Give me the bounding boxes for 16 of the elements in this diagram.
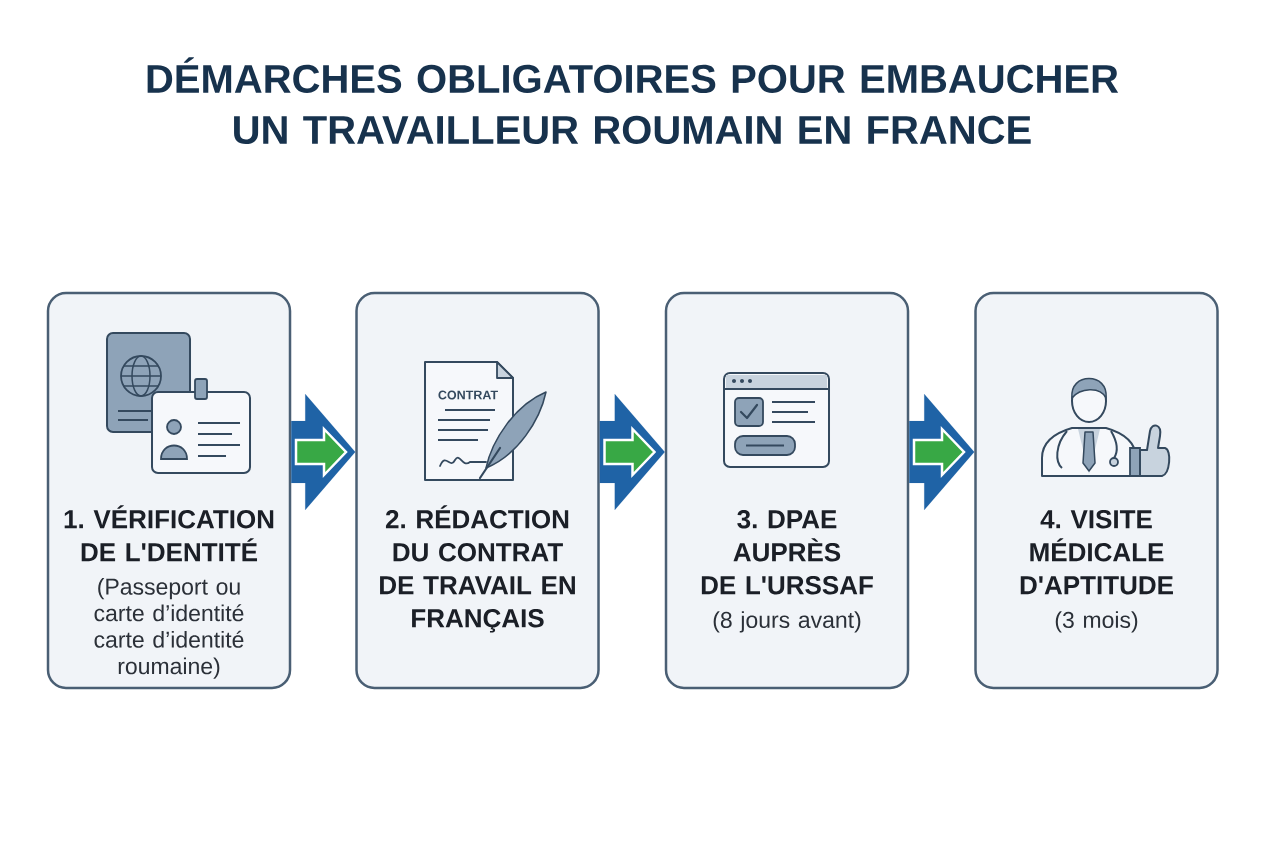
step-card: [974, 291, 1219, 690]
step-title: 3. DPAE AUPRÈS DE L'URSSAF: [701, 510, 873, 595]
step-card: [46, 291, 292, 690]
step-note: (8 jours avant): [713, 611, 861, 633]
step-title: 4. VISITE MÉDICALE D'APTITUDE: [1020, 510, 1173, 595]
step-card: [355, 291, 600, 690]
step-note: (Passeport ou carte d’identité carte d’identité roumaine): [94, 577, 244, 679]
title: DÉMARCHES OBLIGATOIRES POUR EMBAUCHER UN TRAVAILLEUR ROUMAIN EN FRANCE: [147, 57, 1119, 145]
block-arrow: [909, 393, 975, 511]
step-title: 1. VÉRIFICATION DE L'DENTITÉ: [64, 505, 274, 562]
document-heading: CONTRAT: [438, 390, 498, 400]
step-card: [664, 291, 910, 690]
step-note: (3 mois): [1055, 611, 1138, 633]
step-title: 2. RÉDACTION DU CONTRAT DE TRAVAIL EN FRANÇAIS: [380, 505, 575, 633]
block-arrow: [599, 393, 665, 511]
block-arrow: [291, 393, 356, 511]
